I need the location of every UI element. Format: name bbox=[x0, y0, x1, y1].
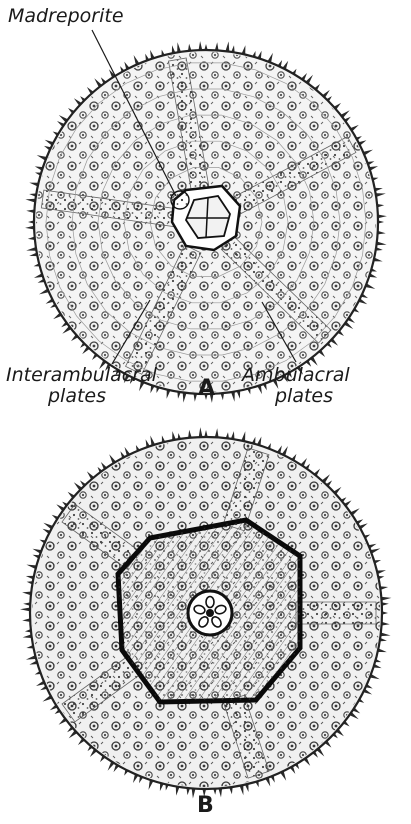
panel-b-peristome bbox=[118, 520, 300, 702]
ambulacral-label-line1: Ambulacral bbox=[240, 364, 350, 386]
lantern-tooth bbox=[206, 597, 214, 608]
panel-a-caption: A bbox=[198, 376, 215, 401]
panel-a-apical-disc bbox=[171, 186, 240, 250]
madreporite-plate bbox=[171, 191, 189, 209]
interambulacral-label-line1: Interambulacral bbox=[6, 364, 158, 386]
panel-b-oral-view bbox=[20, 427, 391, 798]
ambulacral-label-line2: plates bbox=[274, 385, 333, 407]
interambulacral-label-line2: plates bbox=[47, 385, 106, 407]
panel-b-caption: B bbox=[197, 793, 214, 818]
panel-a-aboral-view bbox=[25, 41, 387, 403]
madreporite-label: Madreporite bbox=[8, 5, 124, 27]
ambulacral-band bbox=[296, 602, 376, 624]
